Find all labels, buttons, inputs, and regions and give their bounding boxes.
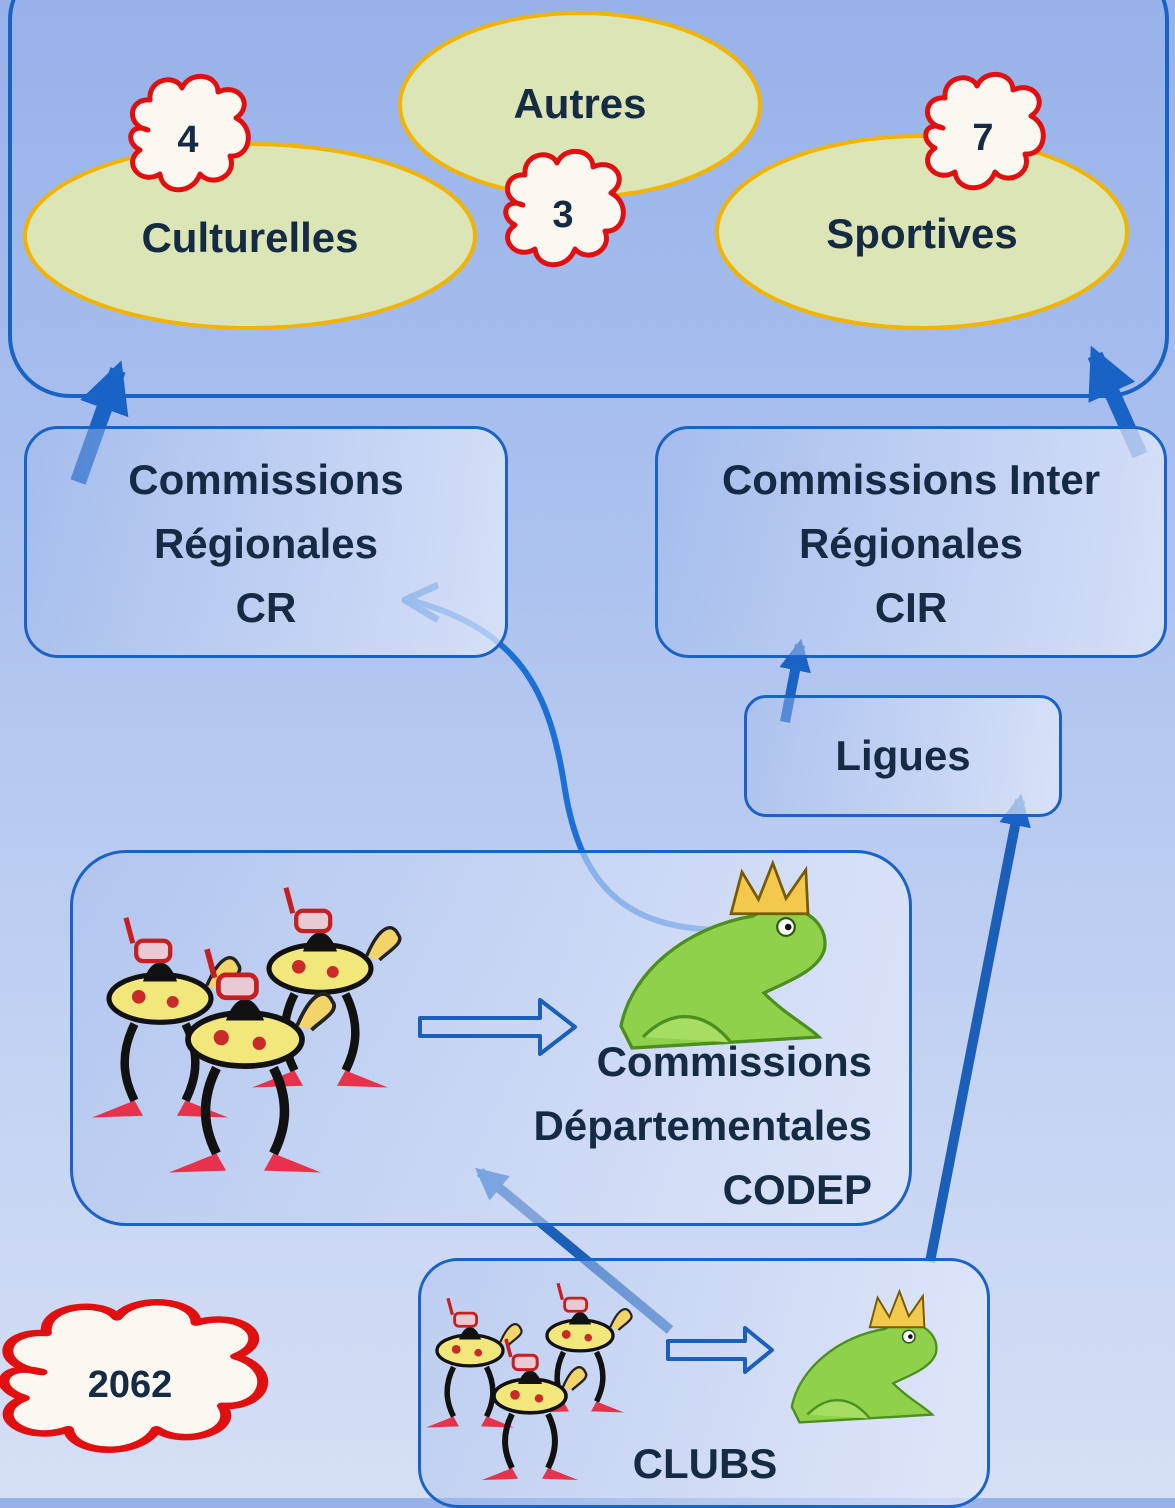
total-count: 2062 — [87, 1364, 173, 1406]
codep-line2: Départementales — [533, 1102, 872, 1149]
cir-box — [655, 426, 1167, 658]
ligues-box — [744, 695, 1062, 817]
ligues-label: Ligues — [835, 732, 971, 779]
sportives-ellipse — [715, 134, 1129, 330]
sportives-count: 7 — [972, 117, 994, 159]
cir-line3: CIR — [874, 584, 948, 631]
codep-line3: CODEP — [722, 1166, 872, 1213]
autres-label: Autres — [513, 80, 647, 127]
clubs-label: CLUBS — [632, 1440, 778, 1487]
cr-line1: Commissions — [128, 456, 404, 503]
cr-line3: CR — [235, 584, 297, 631]
top-commissions-box — [8, 0, 1169, 398]
codep-line1: Commissions — [596, 1038, 872, 1085]
cr-box — [24, 426, 508, 658]
autres-count: 3 — [552, 194, 574, 236]
culturelles-count: 4 — [177, 119, 199, 161]
culturelles-label: Culturelles — [141, 214, 359, 261]
cr-line2: Régionales — [153, 520, 379, 567]
cir-line1: Commissions Inter — [721, 456, 1101, 503]
cir-line2: Régionales — [798, 520, 1024, 567]
sportives-label: Sportives — [826, 210, 1018, 257]
clubs-to-ligues-arrow — [925, 793, 1031, 1263]
